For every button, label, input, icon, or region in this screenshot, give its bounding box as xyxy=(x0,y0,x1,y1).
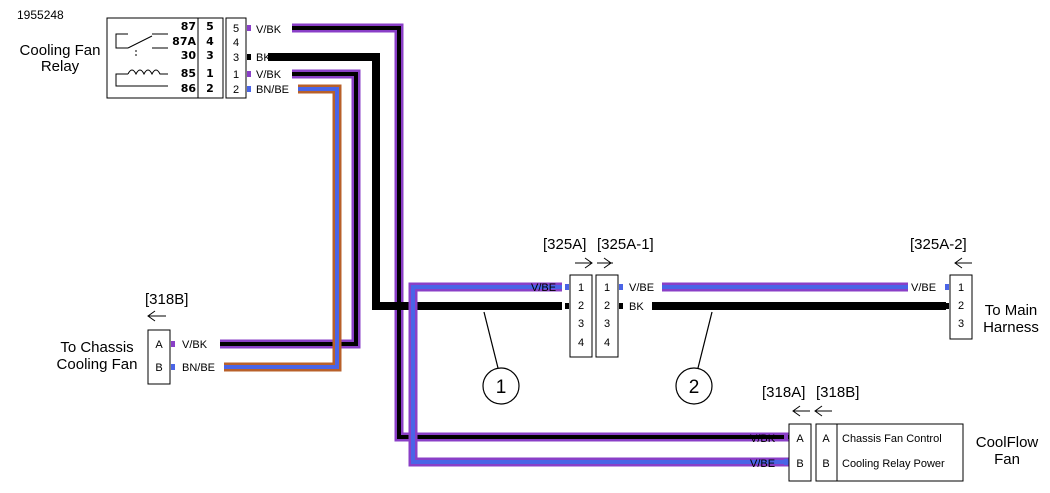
chassis-title-line2: Cooling Fan xyxy=(57,356,138,373)
fan-right-pin-b: B xyxy=(822,458,829,470)
fan-connector-right: A B Chassis Fan Control Cooling Relay Po… xyxy=(815,423,964,482)
main-pin-3: 3 xyxy=(958,318,964,330)
chassis-pin-b: B xyxy=(155,362,162,374)
relay-num-1: 1 xyxy=(206,67,214,80)
chassis-connector: A B xyxy=(147,329,175,385)
relay-num-2: 2 xyxy=(206,82,214,95)
relay-num-4: 4 xyxy=(206,35,214,48)
fan-title-line2: Fan xyxy=(994,451,1020,468)
relay-wire-label-vbk: V/BK xyxy=(256,69,282,81)
inline-right-pin-2: 2 xyxy=(604,300,610,312)
inline-left-label-bk: BK xyxy=(541,301,556,313)
main-pin-1: 1 xyxy=(958,282,964,294)
relay-connector: 5 4 3 1 2 xyxy=(225,17,247,99)
main-label-bk: BK xyxy=(920,301,935,313)
wire-bk-relay3-trunk xyxy=(268,53,562,310)
main-connector: 1 2 3 xyxy=(945,274,973,340)
inline-right-pin-4: 4 xyxy=(604,337,610,349)
diagram-id: 1955248 xyxy=(17,8,64,22)
inline-connector-id-left: [325A] xyxy=(543,236,586,253)
inline-left-pin-2: 2 xyxy=(578,300,584,312)
relay-num-5: 5 xyxy=(206,20,214,33)
chassis-connector-arrow-icon xyxy=(147,310,166,322)
callout-2: 2 xyxy=(675,311,713,405)
relay-title-line1: Cooling Fan xyxy=(20,42,101,59)
relay-pin-5: 5 xyxy=(233,23,239,35)
relay-body xyxy=(106,17,224,99)
inline-right-label-vbe: V/BE xyxy=(629,282,654,294)
fan-label-vbe: V/BE xyxy=(750,458,775,470)
inline-connector-right: 1 2 3 4 xyxy=(595,274,623,358)
fan-left-pin-b: B xyxy=(796,458,803,470)
relay-pin-3: 3 xyxy=(233,52,239,64)
wire-vbk-relay1-to-chassis xyxy=(220,69,361,349)
fan-title-line1: CoolFlow xyxy=(976,434,1039,451)
relay-terminal-labels: 87 87A 30 85 86 5 4 3 1 2 xyxy=(172,20,214,95)
inline-connector-left: 1 2 3 4 xyxy=(565,274,593,358)
relay-term-87a: 87A xyxy=(172,35,196,48)
wire-vbe-325a-to-fan xyxy=(408,282,790,467)
inline-left-pin-4: 4 xyxy=(578,337,584,349)
inline-right-pin-3: 3 xyxy=(604,318,610,330)
callout-1: 1 xyxy=(482,311,520,405)
inline-right-label-bk: BK xyxy=(629,301,644,313)
fan-label-vbk: V/BK xyxy=(750,433,776,445)
callout-1-number: 1 xyxy=(496,377,507,398)
relay-term-86: 86 xyxy=(181,82,197,95)
relay-term-30: 30 xyxy=(181,49,197,62)
fan-left-pin-a: A xyxy=(796,433,804,445)
relay-wire-label-bnbe: BN/BE xyxy=(256,84,289,96)
main-title-line2: Harness xyxy=(983,319,1039,336)
chassis-title-line1: To Chassis xyxy=(60,339,133,356)
relay-num-3: 3 xyxy=(206,49,214,62)
callout-2-number: 2 xyxy=(689,377,700,398)
fan-right-pin-a: A xyxy=(822,433,830,445)
inline-left-pin-3: 3 xyxy=(578,318,584,330)
main-label-vbe: V/BE xyxy=(911,282,936,294)
fan-connector-arrow-icon xyxy=(792,405,832,417)
fan-connector-id-left: [318A] xyxy=(762,384,805,401)
relay-pin-4: 4 xyxy=(233,37,239,49)
chassis-connector-id: [318B] xyxy=(145,291,188,308)
inline-right-pin-1: 1 xyxy=(604,282,610,294)
relay-term-85: 85 xyxy=(181,67,196,80)
wire-bnbe-relay2-to-chassis xyxy=(224,84,342,372)
fan-function-a: Chassis Fan Control xyxy=(842,433,942,445)
relay-wire-label-vbk-top: V/BK xyxy=(256,24,282,36)
main-title-line1: To Main xyxy=(985,302,1038,319)
inline-connector-arrow-icon xyxy=(575,257,613,269)
main-connector-id: [325A-2] xyxy=(910,236,967,253)
chassis-wire-label-vbk: V/BK xyxy=(182,339,208,351)
inline-connector-id-right: [325A-1] xyxy=(597,236,654,253)
relay-pin-2: 2 xyxy=(233,84,239,96)
fan-connector-id-right: [318B] xyxy=(816,384,859,401)
main-connector-arrow-icon xyxy=(954,257,972,269)
relay-title-line2: Relay xyxy=(41,58,80,75)
relay-wire-label-bk: BK xyxy=(256,52,271,64)
chassis-wire-label-bnbe: BN/BE xyxy=(182,362,215,374)
fan-connector-left: A B xyxy=(784,423,812,482)
main-pin-2: 2 xyxy=(958,300,964,312)
relay-pin-markers xyxy=(247,25,251,92)
chassis-pin-a: A xyxy=(155,339,163,351)
inline-left-label-vbe: V/BE xyxy=(531,282,556,294)
inline-left-pin-1: 1 xyxy=(578,282,584,294)
fan-function-b: Cooling Relay Power xyxy=(842,458,945,470)
relay-pin-1: 1 xyxy=(233,69,239,81)
relay-term-87: 87 xyxy=(181,20,196,33)
wire-vbk-relay5-to-fan xyxy=(292,23,790,442)
relay-schematic-icon xyxy=(115,33,168,87)
